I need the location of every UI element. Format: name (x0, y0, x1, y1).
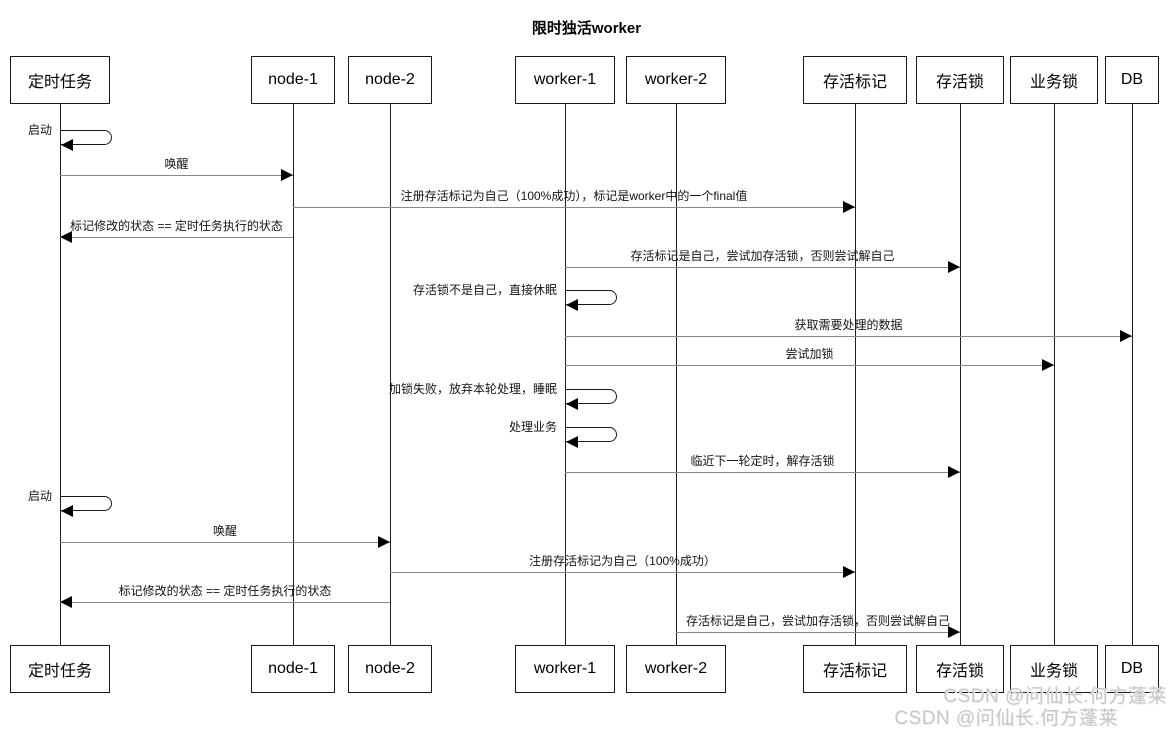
watermark: CSDN @问仙长.何方蓬莱 (943, 686, 1167, 707)
message-line-12 (60, 542, 390, 543)
participant-top-alive-marker: 存活标记 (803, 56, 907, 104)
lifeline-alive-marker (855, 104, 856, 646)
arrowhead (60, 231, 72, 243)
arrowhead (843, 566, 855, 578)
message-label-15: 存活标记是自己，尝试加存活锁，否则尝试解自己 (685, 614, 950, 628)
participant-top-db: DB (1105, 56, 1159, 104)
arrowhead (378, 536, 390, 548)
message-line-14 (60, 602, 390, 603)
message-line-3 (60, 237, 293, 238)
arrowhead (566, 436, 578, 448)
participant-top-business-lock: 业务锁 (1010, 56, 1098, 104)
self-label-0: 启动 (27, 123, 52, 137)
arrowhead (61, 505, 73, 517)
lifeline-business-lock (1054, 104, 1055, 646)
self-label-9: 处理业务 (508, 420, 557, 434)
participant-top-alive-lock: 存活锁 (916, 56, 1004, 104)
message-label-7: 尝试加锁 (785, 347, 834, 361)
participant-bottom-db: DB (1105, 645, 1159, 693)
message-label-1: 唤醒 (164, 157, 189, 171)
arrowhead (948, 626, 960, 638)
arrowhead (948, 261, 960, 273)
message-line-2 (293, 207, 855, 208)
message-line-7 (565, 365, 1054, 366)
arrowhead (60, 596, 72, 608)
participant-bottom-business-lock: 业务锁 (1010, 645, 1098, 693)
arrowhead (566, 299, 578, 311)
message-line-15 (676, 632, 960, 633)
arrowhead (843, 201, 855, 213)
message-label-2: 注册存活标记为自己（100%成功），标记是worker中的一个final值 (400, 189, 748, 203)
arrowhead (566, 398, 578, 410)
self-loop-8 (565, 389, 617, 404)
participant-bottom-alive-lock: 存活锁 (916, 645, 1004, 693)
lifeline-db (1132, 104, 1133, 646)
arrowhead (61, 139, 73, 151)
self-label-5: 存活锁不是自己，直接休眠 (412, 283, 557, 297)
lifeline-worker-2 (676, 104, 677, 646)
participant-bottom-alive-marker: 存活标记 (803, 645, 907, 693)
diagram-title: 限时独活worker (531, 20, 642, 37)
message-label-10: 临近下一轮定时，解存活锁 (690, 454, 835, 468)
arrowhead (281, 169, 293, 181)
participant-top-timer: 定时任务 (10, 56, 110, 104)
self-loop-9 (565, 427, 617, 442)
participant-bottom-timer: 定时任务 (10, 645, 110, 693)
message-line-4 (565, 267, 960, 268)
lifeline-timer (60, 104, 61, 646)
message-label-6: 获取需要处理的数据 (794, 318, 903, 332)
message-label-14: 标记修改的状态 == 定时任务执行的状态 (118, 584, 332, 598)
lifeline-node-2 (390, 104, 391, 646)
message-line-13 (390, 572, 855, 573)
message-label-3: 标记修改的状态 == 定时任务执行的状态 (70, 219, 283, 233)
participant-bottom-node-2: node-2 (348, 645, 432, 693)
participant-top-worker-1: worker-1 (515, 56, 615, 104)
message-line-10 (565, 472, 960, 473)
self-loop-11 (60, 496, 112, 511)
lifeline-worker-1 (565, 104, 566, 646)
self-loop-5 (565, 290, 617, 305)
watermark-partial: CSDN @问仙长.何方蓬莱 (894, 708, 1118, 729)
message-label-4: 存活标记是自己，尝试加存活锁，否则尝试解自己 (630, 249, 895, 263)
lifeline-node-1 (293, 104, 294, 646)
arrowhead (948, 466, 960, 478)
self-label-8: 加锁失败，放弃本轮处理，睡眠 (388, 382, 557, 396)
participant-top-node-2: node-2 (348, 56, 432, 104)
lifeline-alive-lock (960, 104, 961, 646)
participant-top-worker-2: worker-2 (626, 56, 726, 104)
arrowhead (1120, 330, 1132, 342)
participant-bottom-node-1: node-1 (251, 645, 335, 693)
message-line-1 (60, 175, 293, 176)
message-label-12: 唤醒 (212, 524, 237, 538)
participant-bottom-worker-2: worker-2 (626, 645, 726, 693)
participant-bottom-worker-1: worker-1 (515, 645, 615, 693)
arrowhead (1042, 359, 1054, 371)
self-label-11: 启动 (27, 489, 52, 503)
message-label-13: 注册存活标记为自己（100%成功） (529, 554, 716, 568)
participant-top-node-1: node-1 (251, 56, 335, 104)
self-loop-0 (60, 130, 112, 145)
message-line-6 (565, 336, 1132, 337)
